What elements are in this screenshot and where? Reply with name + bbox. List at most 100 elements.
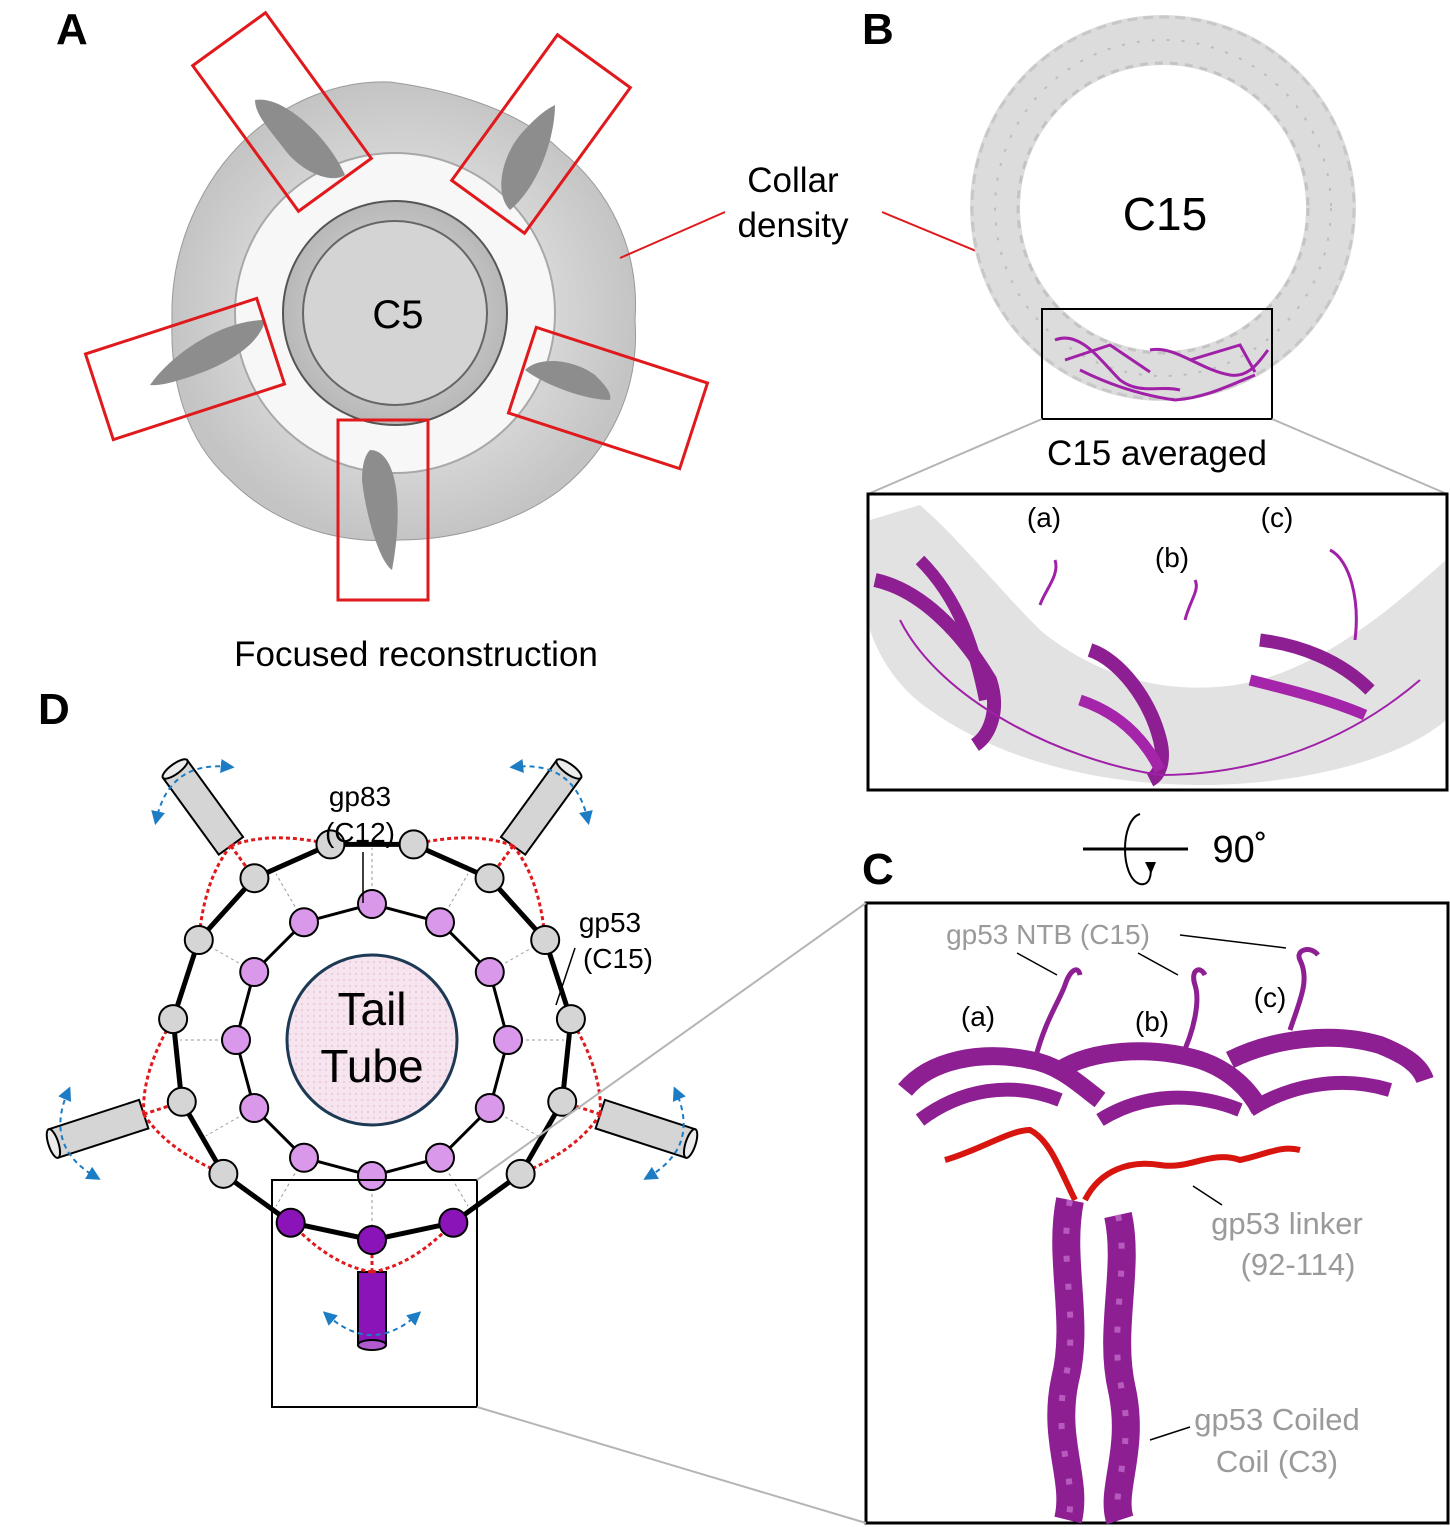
gp53-subunit [315,829,346,860]
flexibility-arrow [643,1086,686,1180]
flexible-linker [569,1018,602,1115]
gp83-label-line1: gp83 [329,781,391,812]
focus-box-1 [190,10,374,214]
gp83-subunit [357,889,387,919]
inset-label-a: (a) [1027,502,1061,533]
panel-d: D Tail Tube gp83 (C12) gp53 (C15) [38,685,867,1524]
subunit-label-a: (a) [961,1001,995,1032]
tail-tube [285,953,459,1127]
gp83-subunit [493,1025,523,1055]
flexible-linker [413,836,514,848]
panel-b-letter: B [862,5,894,54]
inset-label-c: (c) [1261,502,1294,533]
panel-c-frame [864,901,1450,1525]
gp83-label-line2: (C12) [325,817,395,848]
c5-label: C5 [372,293,423,337]
coil-label-line1: gp53 Coiled [1194,1402,1359,1437]
coil-label-line2: Coil (C3) [1216,1444,1338,1479]
ntb-pointer-a [1016,952,1058,976]
d-focus-box [271,1179,478,1408]
coiled-coil [1047,1197,1140,1525]
gp83-subunit [289,907,319,938]
linker-label-line1: gp53 linker [1211,1206,1363,1241]
rotation-label: 90˚ [1213,829,1268,871]
d-zoom-line-bottom [476,1406,867,1524]
c5-density-map: C5 [150,81,637,570]
d-zoom-line-top [476,902,867,1181]
ntb-label: gp53 NTB (C15) [946,919,1150,950]
focus-box-5 [83,296,287,442]
gp83-subunit [474,957,505,987]
panel-d-letter: D [38,685,70,734]
focused-boxes [83,10,710,602]
flexible-linker [142,1113,224,1176]
rotation-symbol: 90˚ [1083,813,1268,886]
ntb-pointer-b [1137,952,1179,976]
linker-ribbon [944,1126,1301,1202]
c15-label: C15 [1123,188,1207,240]
flexibility-arrows [58,759,686,1336]
gp53-subunit [547,1086,578,1117]
tail-tube-label-line2: Tube [320,1040,423,1092]
collar-cylinder-purple [357,1271,387,1351]
focused-reconstruction-caption: Focused reconstruction [234,635,598,674]
focus-box-2 [449,32,633,236]
gp53-subunit [438,1207,469,1238]
gp53-subunit [474,863,505,894]
collar-cylinder [161,758,245,857]
c15-inset: (a) (b) (c) [866,492,1449,792]
panel-b: B C15 C15 averaged [862,5,1449,792]
flexibility-arrow [509,759,593,826]
gp53-label-line2: (C15) [583,943,653,974]
gp53-subunit [208,1158,239,1189]
flexible-linkers [142,836,602,1274]
c15-zoom-box [1041,308,1273,420]
flexibility-arrow [322,1311,422,1336]
gp53-subunit [398,829,429,860]
collar-label-line2: density [738,206,849,245]
gp53-subunits [158,829,586,1255]
collar-label-line1: Collar [747,161,839,200]
gp53-pointer [555,947,576,1006]
linker-pointer [1192,1185,1223,1206]
focus-box-3 [506,325,710,471]
flexible-linker [511,844,547,941]
focus-box-4 [336,418,430,602]
gp53-subunit [505,1158,536,1189]
gp83-subunit [474,1093,505,1123]
panel-a: A C5 Focused reconstruction Collar densi… [56,5,994,674]
zoom-line-left [867,418,1043,495]
collar-pointer-left [619,211,726,259]
gp83-subunit [221,1025,251,1055]
zoom-line-right [1271,418,1448,495]
panel-a-letter: A [56,5,88,54]
gp83-subunits [221,889,523,1191]
gp53-ring [170,841,574,1243]
tail-tube-label-line1: Tail [337,983,406,1035]
subunit-label-b: (b) [1135,1006,1169,1037]
linker-label-line2: (92-114) [1241,1247,1356,1282]
flexible-linker [230,836,331,848]
gp53-subunit [555,1004,586,1035]
gp83-subunit [289,1142,319,1173]
gp53-subunit [183,925,214,955]
c15-averaged-caption: C15 averaged [1047,434,1267,473]
gp53-subunit [357,1225,387,1255]
gp83-subunit [239,1093,270,1123]
flexible-linker [142,1018,175,1115]
flexibility-arrow [151,759,235,826]
coil-pointer [1149,1426,1191,1441]
gp53-label-line1: gp53 [579,907,641,938]
c15-ribbon-fit [1054,336,1270,402]
flexible-linker [520,1113,602,1176]
subunit-label-c: (c) [1254,982,1287,1013]
collar-cylinder [594,1098,699,1160]
gp53-subunit [275,1207,306,1238]
inset-label-b: (b) [1155,542,1189,573]
gp83-subunit [357,1161,387,1191]
flexibility-arrow [58,1086,101,1180]
gp83-subunit [239,957,270,987]
ntb-pointer-c [1179,934,1287,949]
gp53-subunit [158,1004,189,1035]
